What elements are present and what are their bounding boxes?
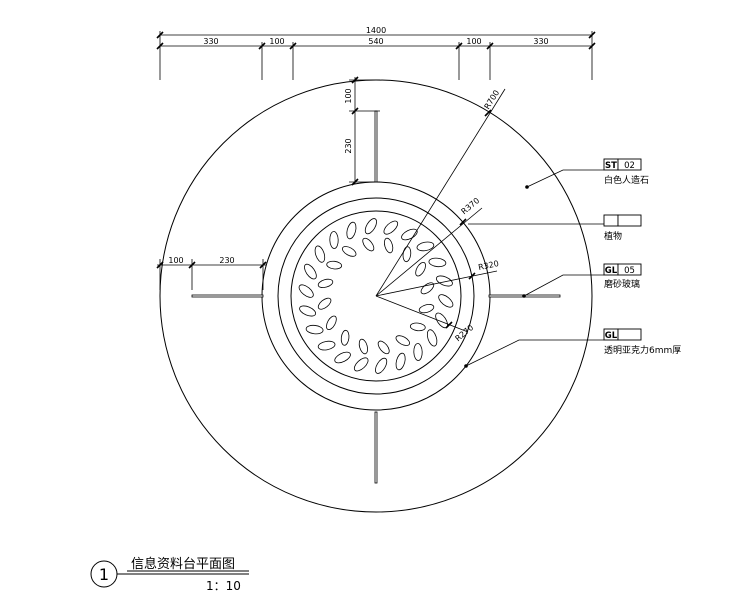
- plant-leaf: [317, 278, 334, 288]
- dim-seg-1: 330: [203, 37, 218, 46]
- plant-leaf: [377, 340, 390, 355]
- plant-leaf: [326, 315, 337, 331]
- plant-leaf: [317, 297, 332, 310]
- plant-leaf: [317, 340, 336, 351]
- plant-leaf: [314, 245, 326, 263]
- plant-leaf: [415, 261, 426, 277]
- radius-r270: R270: [454, 323, 476, 343]
- plant-leaf: [438, 294, 454, 308]
- callout-gl-05: GL 05 磨砂玻璃: [522, 263, 642, 298]
- plant-leaf: [341, 246, 357, 257]
- plant-leaf: [420, 282, 435, 295]
- plant-leaf: [329, 231, 339, 249]
- callout-text: 透明亚克力6mm厚: [604, 344, 681, 356]
- top-dimensions: 1400 330 100 540 100 330: [156, 26, 596, 80]
- plant-leaf: [395, 352, 406, 371]
- plant-leaf: [418, 304, 435, 314]
- dim-seg-5: 330: [533, 37, 548, 46]
- plant-leaf: [402, 246, 412, 263]
- plant-leaf: [346, 221, 357, 240]
- plant-leaf: [401, 228, 418, 241]
- plant-leaf: [395, 335, 411, 346]
- vertical-dimension: 100 230: [344, 76, 380, 186]
- radius-r370: R370: [460, 196, 482, 216]
- material-callouts: ST 02 白色人造石 植物 GL 05 磨砂玻璃 GL 透: [464, 158, 681, 368]
- radius-r320: R320: [477, 259, 499, 272]
- dim-vert-230: 230: [344, 138, 353, 153]
- callout-number: 02: [624, 161, 635, 171]
- drawing-number: 1: [99, 565, 109, 584]
- callout-number: 05: [624, 266, 635, 276]
- left-dimension: 100 230: [156, 256, 267, 290]
- plant-leaf: [435, 275, 453, 287]
- dim-left-100: 100: [168, 256, 183, 265]
- plant-leaf: [334, 351, 351, 364]
- plant-leaf: [375, 357, 388, 374]
- callout-plant: 植物: [468, 214, 642, 242]
- leg-bottom: [374, 411, 378, 484]
- callout-st-02: ST 02 白色人造石: [525, 158, 649, 189]
- plant-leaf: [426, 329, 438, 347]
- plant-leaf: [353, 357, 369, 372]
- frosted-glass-ring: [277, 197, 475, 395]
- radius-dimensions: R700 R370 R320 R270: [375, 88, 506, 343]
- plant-leaf: [298, 284, 314, 298]
- dim-seg-4: 100: [466, 37, 481, 46]
- plant-leaf: [384, 237, 394, 254]
- callout-code: ST: [605, 161, 617, 171]
- dim-seg-2: 100: [269, 37, 284, 46]
- plant-leaf: [299, 305, 317, 317]
- plant-leaves: [298, 218, 454, 374]
- plant-leaf: [362, 237, 375, 252]
- plant-leaf: [409, 322, 426, 332]
- plant-leaf: [428, 257, 447, 268]
- leg-left: [191, 294, 264, 298]
- dim-overall: 1400: [366, 26, 386, 35]
- plant-leaf: [340, 329, 350, 346]
- title-block: 1 信息资料台平面图 1：10: [90, 556, 249, 593]
- support-legs: [191, 110, 561, 484]
- callout-gl-acrylic: GL 透明亚克力6mm厚: [464, 328, 681, 368]
- planting-ring: [290, 210, 462, 382]
- dim-seg-3: 540: [368, 37, 383, 46]
- drawing-scale: 1：10: [206, 579, 241, 593]
- plant-leaf: [305, 324, 324, 335]
- callout-code: GL: [605, 266, 618, 276]
- plant-leaf: [326, 260, 343, 270]
- plant-leaf: [413, 343, 423, 361]
- callout-text: 磨砂玻璃: [604, 278, 640, 290]
- leg-top: [374, 110, 378, 183]
- dim-left-230: 230: [219, 256, 234, 265]
- callout-text: 白色人造石: [604, 174, 649, 186]
- plant-leaf: [383, 220, 399, 235]
- callout-code: GL: [605, 331, 618, 341]
- plant-leaf: [416, 241, 435, 252]
- drawing-title: 信息资料台平面图: [131, 556, 235, 572]
- callout-text: 植物: [604, 230, 622, 242]
- plant-leaf: [358, 338, 368, 355]
- plant-leaf: [364, 218, 377, 235]
- plant-leaf: [304, 263, 317, 280]
- dim-vert-100: 100: [344, 88, 353, 103]
